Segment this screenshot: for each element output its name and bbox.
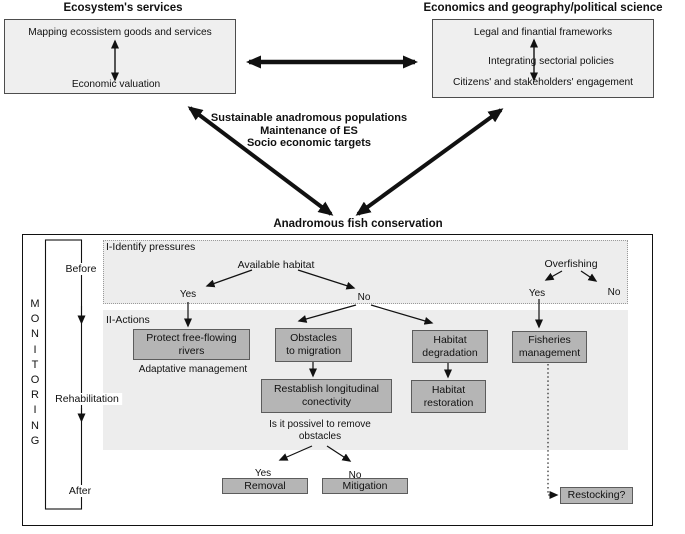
economics-heading: Economics and geography/political scienc…	[423, 2, 663, 14]
economic-valuation-label: Economic valuation	[71, 79, 161, 90]
monitoring-bracket	[44, 239, 83, 510]
protect-rivers-box: Protect free-flowing rivers	[133, 329, 250, 360]
available-habitat-question: Available habitat	[237, 259, 315, 271]
ecosystem-services-panel	[4, 19, 236, 94]
economics-panel	[432, 19, 654, 98]
habitat-to-yes-arrow	[205, 269, 253, 288]
habitat-yes-label: Yes	[179, 289, 197, 300]
overfishing-question: Overfishing	[544, 258, 598, 270]
fisheries-management-box: Fisheries management	[512, 331, 587, 363]
mapping-goods-services-label: Mapping ecossistem goods and services	[28, 27, 212, 38]
obstacles-migration-box: Obstacles to migration	[275, 328, 352, 362]
remove-no-label: No	[348, 470, 362, 481]
sectorial-policies-label: Integrating sectorial policies	[488, 56, 614, 67]
remove-to-yes-arrow	[278, 445, 313, 461]
identify-pressures-region	[103, 240, 628, 304]
anadromous-fish-conservation-title: Anadromous fish conservation	[273, 218, 443, 230]
legal-frameworks-label: Legal and finantial frameworks	[473, 27, 613, 38]
monitoring-vertical-label: M O N I T O R I N G	[30, 298, 40, 447]
overfishing-to-no-arrow	[580, 270, 598, 282]
overfishing-no-label: No	[607, 287, 621, 298]
habitat-to-no-arrow	[297, 269, 356, 290]
left-diagonal-double-arrow	[187, 106, 334, 216]
phase-rehabilitation-label: Rehabilitation	[52, 393, 122, 405]
mitigation-box: Mitigation	[322, 478, 408, 494]
remove-obstacles-question: Is it possivel to remove obstacles	[269, 419, 371, 442]
ecosystem-services-heading: Ecosystem's services	[63, 2, 183, 14]
overfishing-yes-label: Yes	[528, 288, 546, 299]
fisheries-to-restocking-dotted-arrow	[547, 364, 559, 499]
stakeholders-engagement-label: Citizens' and stakeholders' engagement	[452, 77, 634, 88]
actions-label: II-Actions	[106, 314, 150, 326]
restocking-box: Restocking?	[560, 487, 633, 504]
habitat-degradation-box: Habitat degradation	[412, 330, 488, 363]
restablish-connectivity-box: Restablish longitudinal conectivity	[261, 379, 392, 413]
no-to-degradation-arrow	[370, 304, 434, 325]
adaptative-management-label: Adaptative management	[138, 364, 248, 375]
removal-box: Removal	[222, 478, 308, 494]
phase-after-label: After	[65, 485, 95, 497]
identify-pressures-label: I-Identify pressures	[106, 241, 196, 253]
habitat-no-label: No	[357, 292, 371, 303]
phase-before-label: Before	[62, 263, 100, 275]
habitat-restoration-box: Habitat restoration	[411, 380, 486, 413]
remove-to-no-arrow	[326, 445, 352, 462]
no-to-obstacles-arrow	[297, 304, 357, 323]
remove-yes-label: Yes	[254, 468, 272, 479]
right-diagonal-double-arrow	[355, 108, 504, 216]
overfishing-to-yes-arrow	[544, 270, 563, 281]
